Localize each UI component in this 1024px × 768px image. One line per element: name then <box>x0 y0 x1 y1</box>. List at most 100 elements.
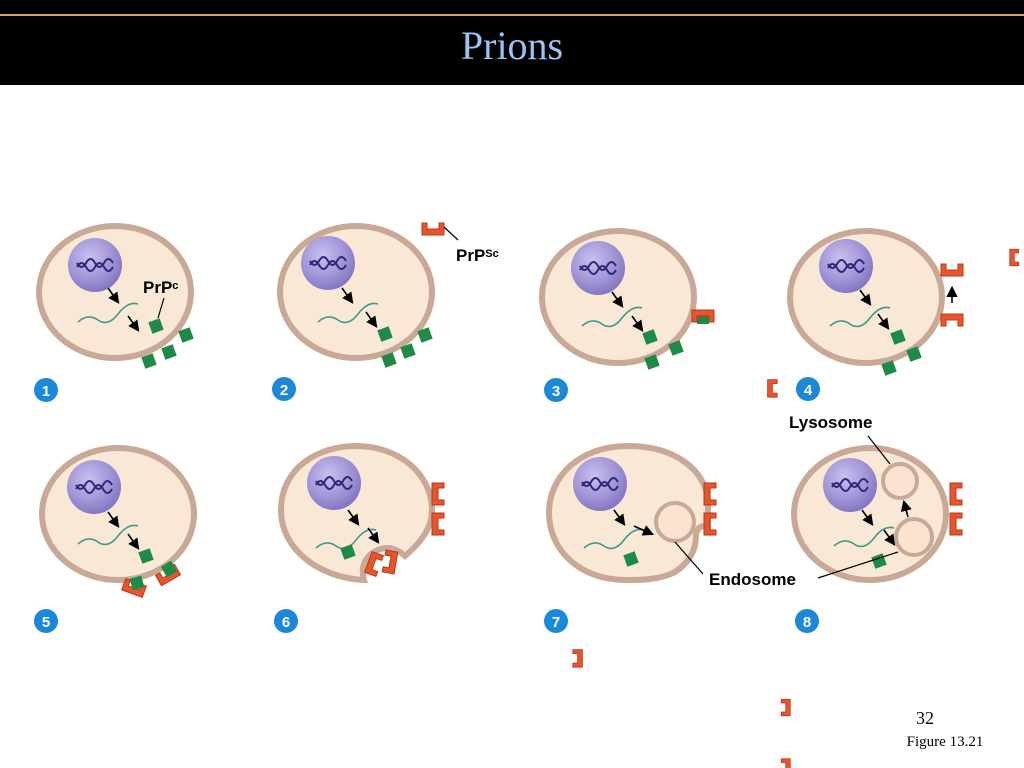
mrna <box>317 302 379 324</box>
prpc-protein <box>642 329 658 345</box>
prpc-protein <box>644 354 660 370</box>
prpc-protein <box>906 346 922 362</box>
cell <box>277 442 436 584</box>
prpc-protein <box>138 548 154 564</box>
step-number: 8 <box>803 614 811 631</box>
prpc-protein <box>161 344 177 360</box>
slide-number: 32 <box>916 708 934 728</box>
panel-6 <box>277 442 445 584</box>
prpc-protein <box>129 575 145 591</box>
endosome-leader-line <box>674 541 704 575</box>
step-badge-8 <box>795 609 819 633</box>
prpc-leader-line <box>157 297 165 319</box>
prpc-protein <box>381 352 397 368</box>
endosome <box>894 517 934 557</box>
arrow <box>883 529 896 546</box>
mrna <box>77 302 139 324</box>
step-badge-2 <box>272 377 296 401</box>
mrna <box>77 524 139 546</box>
prpsc-protein <box>940 313 964 327</box>
prpc-protein <box>417 327 433 343</box>
arrow <box>861 509 874 526</box>
nucleus <box>301 236 355 290</box>
step-badges: 1 2 3 4 5 6 7 8 <box>34 377 820 633</box>
prpc-protein <box>400 343 416 359</box>
endosome-label: Endosome <box>709 570 796 589</box>
step-badge-6 <box>274 609 298 633</box>
arrow <box>127 315 140 332</box>
arrow <box>611 291 624 308</box>
endosome-leader-line <box>817 551 899 579</box>
prpc-protein <box>340 544 356 560</box>
arrow <box>900 499 912 518</box>
panel-4 <box>787 228 964 376</box>
prpc-label-superscript: c <box>172 280 179 292</box>
prpsc-protein <box>949 512 963 536</box>
panel-7 <box>545 379 778 668</box>
prpsc-protein <box>767 379 778 398</box>
nucleus <box>823 458 877 512</box>
arrow <box>107 511 120 528</box>
nucleus <box>573 457 627 511</box>
step-number: 5 <box>42 614 50 631</box>
prpsc-protein <box>431 512 445 536</box>
arrow <box>107 287 120 304</box>
cell <box>277 223 435 361</box>
step-badge-4 <box>796 377 820 401</box>
prpc-protein <box>668 340 684 356</box>
prpsc-protein <box>421 222 445 236</box>
mrna <box>833 526 895 548</box>
prpsc-protein <box>940 263 964 277</box>
prpsc-protein <box>703 482 717 506</box>
prpc-label-base: PrP <box>143 278 173 297</box>
arrow <box>877 313 890 330</box>
step-badge-3 <box>544 378 568 402</box>
figure-reference: Figure 13.21 <box>906 734 984 750</box>
mrna <box>829 306 891 328</box>
prpsc-label-superscript: Sc <box>485 248 499 260</box>
arrow <box>127 533 140 550</box>
arrow <box>631 315 644 332</box>
arrow <box>365 311 378 328</box>
endosome <box>654 501 696 543</box>
panel-5 <box>39 445 197 598</box>
prpsc-label: PrPSc <box>456 246 499 266</box>
arrow <box>367 527 380 544</box>
prpsc-protein <box>780 758 791 768</box>
step-number: 3 <box>552 383 560 400</box>
step-number: 2 <box>280 382 288 399</box>
nucleus <box>68 238 122 292</box>
mrna <box>583 528 645 550</box>
prpsc-protein <box>703 512 717 536</box>
prpsc-protein <box>431 482 445 506</box>
header-accent-line <box>0 14 1024 16</box>
arrow <box>613 509 626 526</box>
step-badge-1 <box>34 378 58 402</box>
arrow <box>859 289 872 306</box>
nucleus <box>571 241 625 295</box>
prpc-protein <box>623 551 639 567</box>
prpc-protein <box>148 318 164 334</box>
step-badge-7 <box>544 609 568 633</box>
prpsc-protein <box>780 698 791 717</box>
prpc-protein <box>881 360 897 376</box>
step-number: 6 <box>282 614 290 631</box>
prpc-protein <box>178 327 194 343</box>
mrna <box>581 306 643 328</box>
prpc-protein <box>141 353 157 369</box>
lysosome-label: Lysosome <box>789 413 873 432</box>
panel-1 <box>36 223 194 369</box>
prpsc-protein <box>381 549 399 575</box>
prpc-label: PrPc <box>143 278 178 298</box>
nucleus <box>67 460 121 514</box>
arrow <box>633 525 655 536</box>
prpc-protein <box>377 326 393 342</box>
prpsc-protein <box>1009 248 1020 267</box>
step-number: 7 <box>552 614 560 631</box>
prpsc-label-base: PrP <box>456 246 486 265</box>
cell <box>39 445 197 583</box>
prpsc-leader-line <box>443 226 459 241</box>
prpsc-protein <box>949 482 963 506</box>
panel-8 <box>780 248 1020 768</box>
